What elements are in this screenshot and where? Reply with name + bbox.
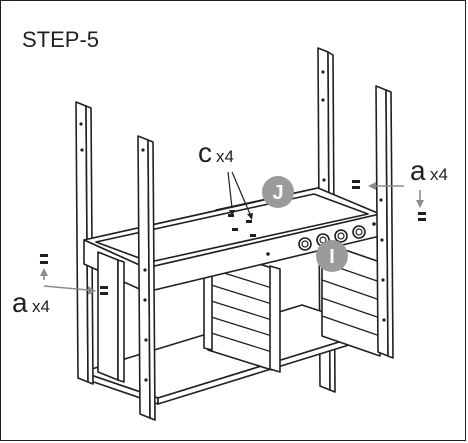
right-dowel-callout: a x4 <box>352 155 448 221</box>
step-title: STEP-5 <box>22 27 99 52</box>
cam-lock-qty: x4 <box>216 147 234 166</box>
right-dowel-letter: a <box>410 155 426 186</box>
right-dowel-qty: x4 <box>430 165 448 184</box>
cam-lock-letter: c <box>198 137 212 168</box>
part-i-badge: I <box>316 240 348 272</box>
front-left-post <box>137 135 156 421</box>
front-right-post <box>375 85 394 359</box>
left-dowel-letter: a <box>12 287 28 318</box>
left-dowel-callout: a x4 <box>12 254 108 318</box>
part-j-label: J <box>272 182 283 204</box>
cam-lock-callout: c x4 <box>198 137 256 237</box>
part-i-label: I <box>329 246 335 268</box>
left-slat-panel <box>97 251 125 383</box>
center-slat-panel <box>203 245 281 373</box>
part-j-badge: J <box>262 176 294 208</box>
left-dowel-qty: x4 <box>32 297 50 316</box>
